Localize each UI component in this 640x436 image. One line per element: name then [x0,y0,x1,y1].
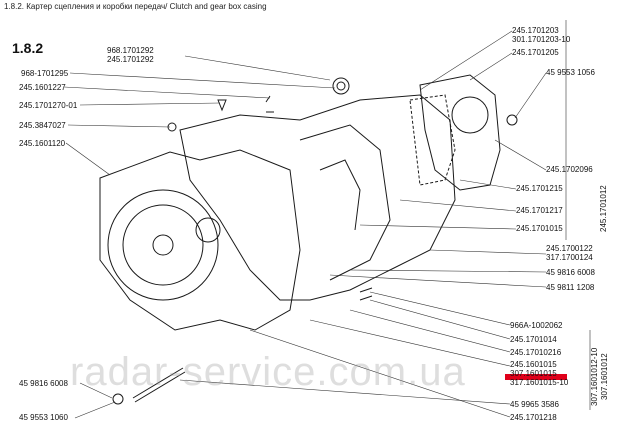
part-label-245-1701218: 245.1701218 [510,413,557,422]
part-label-245-1601227: 245.1601227 [19,83,66,92]
part-label-45-9965-3586: 45 9965 3586 [510,400,559,409]
part-label-968-1701295: 968-1701295 [21,69,69,78]
vertical-label-245-1701012: 245.1701012 [599,185,608,232]
part-label-245-1701205: 245.1701205 [512,48,559,57]
plug-washer [506,114,518,126]
part-label-245-1701215: 245.1701215 [516,184,563,193]
part-label-968-1701292: 968.1701292 245.1701292 [107,46,154,64]
gasket [409,94,456,186]
vertical-label-307-1601012-10: 307.1601012-10 [590,347,599,406]
part-label-45-9553-1056: 45 9553 1056 [546,68,595,77]
part-label-45-9816-6008-left: 45 9816 6008 [19,379,68,388]
part-label-245-1700122: 245.1700122 317.1700124 [546,244,593,262]
part-label-line: 245.1700122 [546,244,593,253]
rear-cover [419,74,501,191]
part-label-966a-1002062: 966A-1002062 [510,321,563,330]
part-label-line: 245.1601015 [510,360,557,369]
part-label-245-1701270-01: 245.1701270-01 [19,101,78,110]
part-label-245-1701015: 245.1701015 [516,224,563,233]
part-label-line: 245.1701292 [107,55,154,64]
flywheel-opening [107,189,219,301]
part-label-line: 245.1701203 [512,26,559,35]
part-label-245-17010216: 245.17010216 [510,348,562,357]
part-label-line: 968.1701292 [107,46,154,55]
vertical-label-307-1601012: 307.1601012 [600,353,609,400]
part-label-245-1701203: 245.1701203 301.1701203-10 [512,26,570,44]
part-label-45-9811-1208: 45 9811 1208 [546,283,595,292]
seal-ring [332,77,350,95]
clutch-housing-flange [99,149,301,331]
gearbox-casing [179,94,456,301]
part-highlight [505,374,567,380]
part-label-245-3847027: 245.3847027 [19,121,66,130]
part-label-line: 317.1601015-10 [510,378,569,387]
part-label-45-9816-6008-right: 45 9816 6008 [546,268,595,277]
watermark: radar-service.com.ua [70,350,466,394]
part-label-45-9553-1060: 45 9553 1060 [19,413,68,422]
page-header: 1.8.2. Картер сцепления и коробки переда… [4,2,267,11]
part-label-line: 307.1601015 [510,369,557,378]
part-label-245-1702096: 245.1702096 [546,165,593,174]
part-label-245-1601015: 245.1601015 307.1601015 317.1601015-10 [510,360,568,387]
long-bolt [132,367,186,403]
part-label-245-1701014: 245.1701014 [510,335,557,344]
part-label-line: 301.1701203-10 [512,35,571,44]
part-label-line: 317.1700124 [546,253,593,262]
part-label-245-1601120: 245.1601120 [19,139,66,148]
section-number: 1.8.2 [12,40,44,56]
part-label-245-1701217: 245.1701217 [516,206,563,215]
